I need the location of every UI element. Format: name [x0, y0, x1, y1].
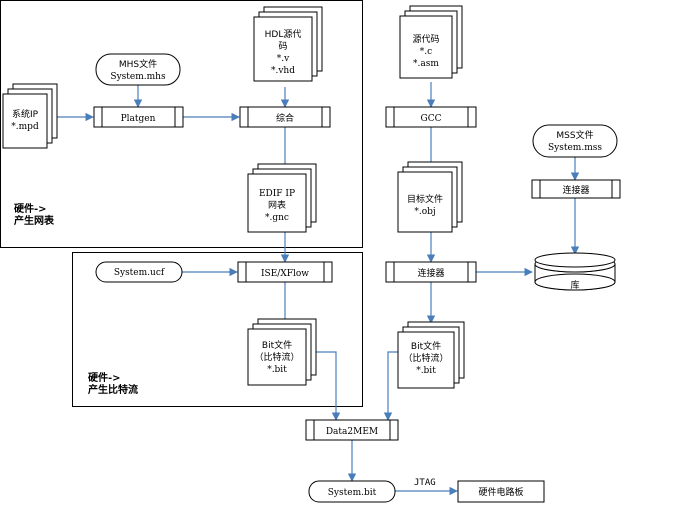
doc-system-ip-line2: *.mpd	[11, 122, 39, 132]
arrow-bitsw-to-data2mem	[383, 351, 400, 421]
jtag-label: JTAG	[414, 478, 436, 488]
netlist-region-note-line2: 产生网表	[14, 214, 55, 227]
process-gcc-label: GCC	[421, 114, 442, 124]
doc-object-line1: 目标文件	[407, 193, 443, 205]
doc-csource-line3: *.asm	[413, 59, 439, 69]
process-platgen-label: Platgen	[121, 114, 156, 124]
process-gcc: GCC	[385, 106, 477, 128]
pill-systembit-label: System.bit	[328, 488, 377, 498]
doc-bithw-line3: *.bit	[267, 365, 287, 375]
pill-ucf-label: System.ucf	[114, 268, 165, 278]
doc-hdl-line1: HDL源代	[265, 29, 302, 40]
pill-mss-line2: System.mss	[548, 143, 602, 153]
hardware-board-label: 硬件电路板	[478, 486, 523, 498]
process-linker-label: 连接器	[417, 267, 444, 279]
doc-bithw-line1: Bit文件	[262, 339, 292, 351]
doc-edif: EDIF IP 网表 *.gnc	[247, 163, 317, 233]
process-library-linker: 连接器	[531, 179, 621, 199]
doc-csource-line2: *.c	[420, 47, 432, 57]
library-disk-stack: 库	[534, 252, 616, 291]
bitstream-region-note-line1: 硬件->	[88, 371, 121, 384]
pill-mss-file: MSS文件 System.mss	[532, 124, 618, 158]
doc-bithw-line2: （比特流）	[254, 351, 299, 363]
process-data2mem-label: Data2MEM	[326, 427, 378, 437]
doc-system-ip: 系统IP *.mpd	[2, 83, 58, 149]
process-platgen: Platgen	[93, 106, 184, 128]
doc-hdl-line3: *.v	[277, 54, 290, 64]
netlist-region-frame	[0, 0, 363, 248]
doc-csource-line1: 源代码	[412, 34, 439, 45]
process-ise-label: ISE/XFlow	[261, 269, 309, 279]
process-liblinker-label: 连接器	[562, 184, 589, 196]
pill-mhs-file: MHS文件 System.mhs	[95, 53, 181, 86]
doc-bitsw-line3: *.bit	[416, 366, 436, 376]
process-linker: 连接器	[385, 261, 477, 283]
arrow-bithw-to-data2mem	[316, 351, 341, 421]
doc-c-source: 源代码 *.c *.asm	[399, 5, 463, 79]
doc-hdl-line2: 码	[278, 41, 287, 52]
doc-hdl-line4: *.vhd	[271, 66, 295, 76]
process-synthesis-label: 综合	[276, 112, 294, 124]
doc-bit-hardware: Bit文件 （比特流） *.bit	[247, 318, 317, 386]
bitstream-region-note-line2: 产生比特流	[88, 383, 138, 396]
process-synthesis: 综合	[239, 106, 331, 128]
doc-hdl-source: HDL源代 码 *.v *.vhd	[253, 6, 323, 82]
doc-object-line2: *.obj	[414, 207, 435, 217]
pill-mss-line1: MSS文件	[556, 129, 593, 141]
doc-bitsw-line2: （比特流）	[403, 352, 448, 364]
netlist-region-note-line1: 硬件->	[14, 202, 47, 215]
doc-edif-line3: *.gnc	[265, 213, 289, 223]
process-ise-xflow: ISE/XFlow	[237, 261, 333, 283]
pill-system-ucf: System.ucf	[95, 261, 183, 283]
library-label: 库	[570, 279, 579, 291]
hardware-board-box: 硬件电路板	[457, 480, 545, 503]
pill-system-bit: System.bit	[308, 480, 396, 503]
pill-mhs-line1: MHS文件	[119, 58, 157, 70]
bitstream-region-frame	[72, 252, 363, 407]
doc-system-ip-line1: 系统IP	[12, 108, 39, 120]
pill-mhs-line2: System.mhs	[110, 72, 166, 82]
doc-bitsw-line1: Bit文件	[411, 340, 441, 352]
doc-bit-software: Bit文件 （比特流） *.bit	[397, 321, 465, 389]
process-data2mem: Data2MEM	[305, 419, 399, 441]
doc-edif-line1: EDIF IP	[259, 189, 295, 199]
doc-object-file: 目标文件 *.obj	[397, 161, 463, 233]
doc-edif-line2: 网表	[268, 199, 286, 211]
